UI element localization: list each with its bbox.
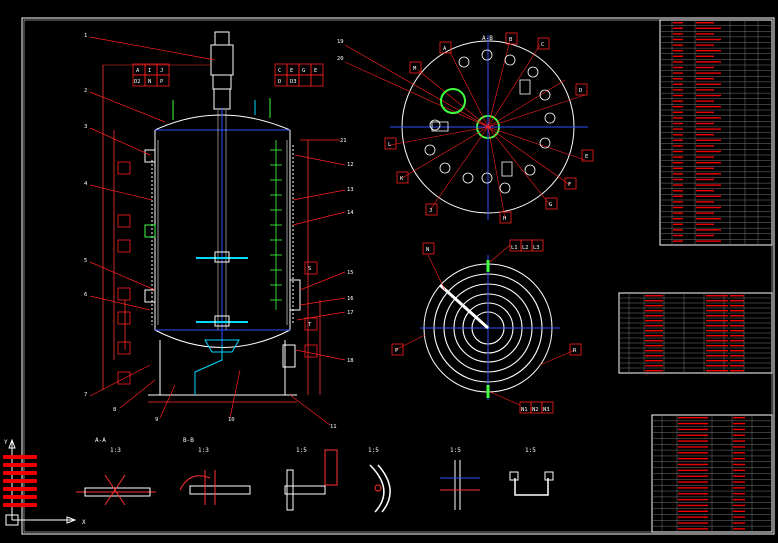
nozzle-letter: R [573, 348, 577, 354]
nozzle-letter: D [579, 88, 582, 94]
nozzle-tag: J [160, 68, 163, 74]
callout-number: 21 [340, 138, 347, 144]
nozzle-tag: L3 [533, 245, 540, 251]
callout-number: 14 [347, 210, 354, 216]
nozzle-tag: D [278, 79, 281, 85]
section-b-label: B-B [183, 437, 194, 444]
callout-number: 2 [84, 88, 87, 94]
nozzle-letter: M [413, 66, 417, 72]
nozzle-tag: L1 [511, 245, 518, 251]
callout-number: 4 [84, 181, 88, 187]
nozzle-tag: D3 [290, 79, 297, 85]
nozzle-letter: L [388, 142, 392, 148]
callout-number: 10 [228, 417, 235, 423]
nozzle-tag: L2 [522, 245, 529, 251]
callout-number: 15 [347, 270, 354, 276]
nozzle-letter: T [308, 322, 312, 328]
nozzle-letter: N [426, 247, 429, 253]
nozzle-tag: N2 [532, 407, 539, 413]
title-tables [618, 19, 773, 533]
nozzle-letter: H [503, 216, 506, 222]
vessel-elevation [89, 31, 346, 426]
scale-1-label: 1:3 [110, 447, 121, 454]
nozzle-letter: C [541, 42, 544, 48]
nozzle-letter: K [400, 176, 404, 182]
nozzle-letter: B [509, 37, 513, 43]
nozzle-tag: C [278, 68, 281, 74]
nozzle-letter: S [308, 266, 311, 272]
nozzle-letter: F [568, 182, 571, 188]
nozzle-tag: P [160, 79, 164, 85]
nozzle-tag: G [302, 68, 305, 74]
sheet-inner-border [23, 19, 773, 533]
detail-2-scale: 1:5 [368, 447, 379, 454]
nozzle-tag: N3 [543, 407, 550, 413]
nozzle-tag: A [136, 68, 140, 74]
nozzle-tag: N1 [521, 407, 528, 413]
nozzle-tag: N [148, 79, 151, 85]
nozzle-tag: E [314, 68, 317, 74]
nozzle-orientation-view [344, 32, 594, 224]
detail-4-scale: 1:5 [525, 447, 536, 454]
callout-number: 6 [84, 292, 87, 298]
scale-2-label: 1:3 [198, 447, 209, 454]
callout-number: 12 [347, 162, 354, 168]
detail-3-scale: 1:5 [450, 447, 461, 454]
sheet-border [21, 17, 775, 535]
nozzle-letter: J [429, 208, 432, 214]
nozzle-letter: G [549, 202, 552, 208]
callout-number: 16 [347, 296, 354, 302]
axis-y-label: Y [4, 439, 8, 446]
section-a-label: A-A [95, 437, 106, 444]
callout-number: 19 [337, 39, 344, 45]
callout-number: 13 [347, 187, 354, 193]
nozzle-tag: D2 [134, 79, 141, 85]
axis-x-label: X [82, 519, 86, 526]
nozzle-tag: E [290, 68, 293, 74]
callout-number: 20 [337, 56, 344, 62]
detail-views [76, 449, 554, 513]
nozzle-letter: P [395, 348, 399, 354]
callout-number: 17 [347, 310, 354, 316]
top-view-label: A-B [482, 35, 493, 42]
callout-number: 3 [84, 124, 87, 130]
callout-number: 8 [113, 407, 116, 413]
callout-number: 5 [84, 258, 87, 264]
ucs-icon [3, 438, 77, 526]
callout-number: 7 [84, 392, 87, 398]
nozzle-tag: I [148, 68, 151, 74]
detail-1-scale: 1:5 [296, 447, 307, 454]
callout-number: 9 [155, 417, 158, 423]
callout-number: 1 [84, 33, 87, 39]
nozzle-letter: E [585, 154, 588, 160]
nozzle-letter: A [443, 46, 447, 52]
callout-number: 11 [330, 424, 337, 430]
callout-number: 18 [347, 358, 354, 364]
coil-section-view [391, 239, 582, 414]
